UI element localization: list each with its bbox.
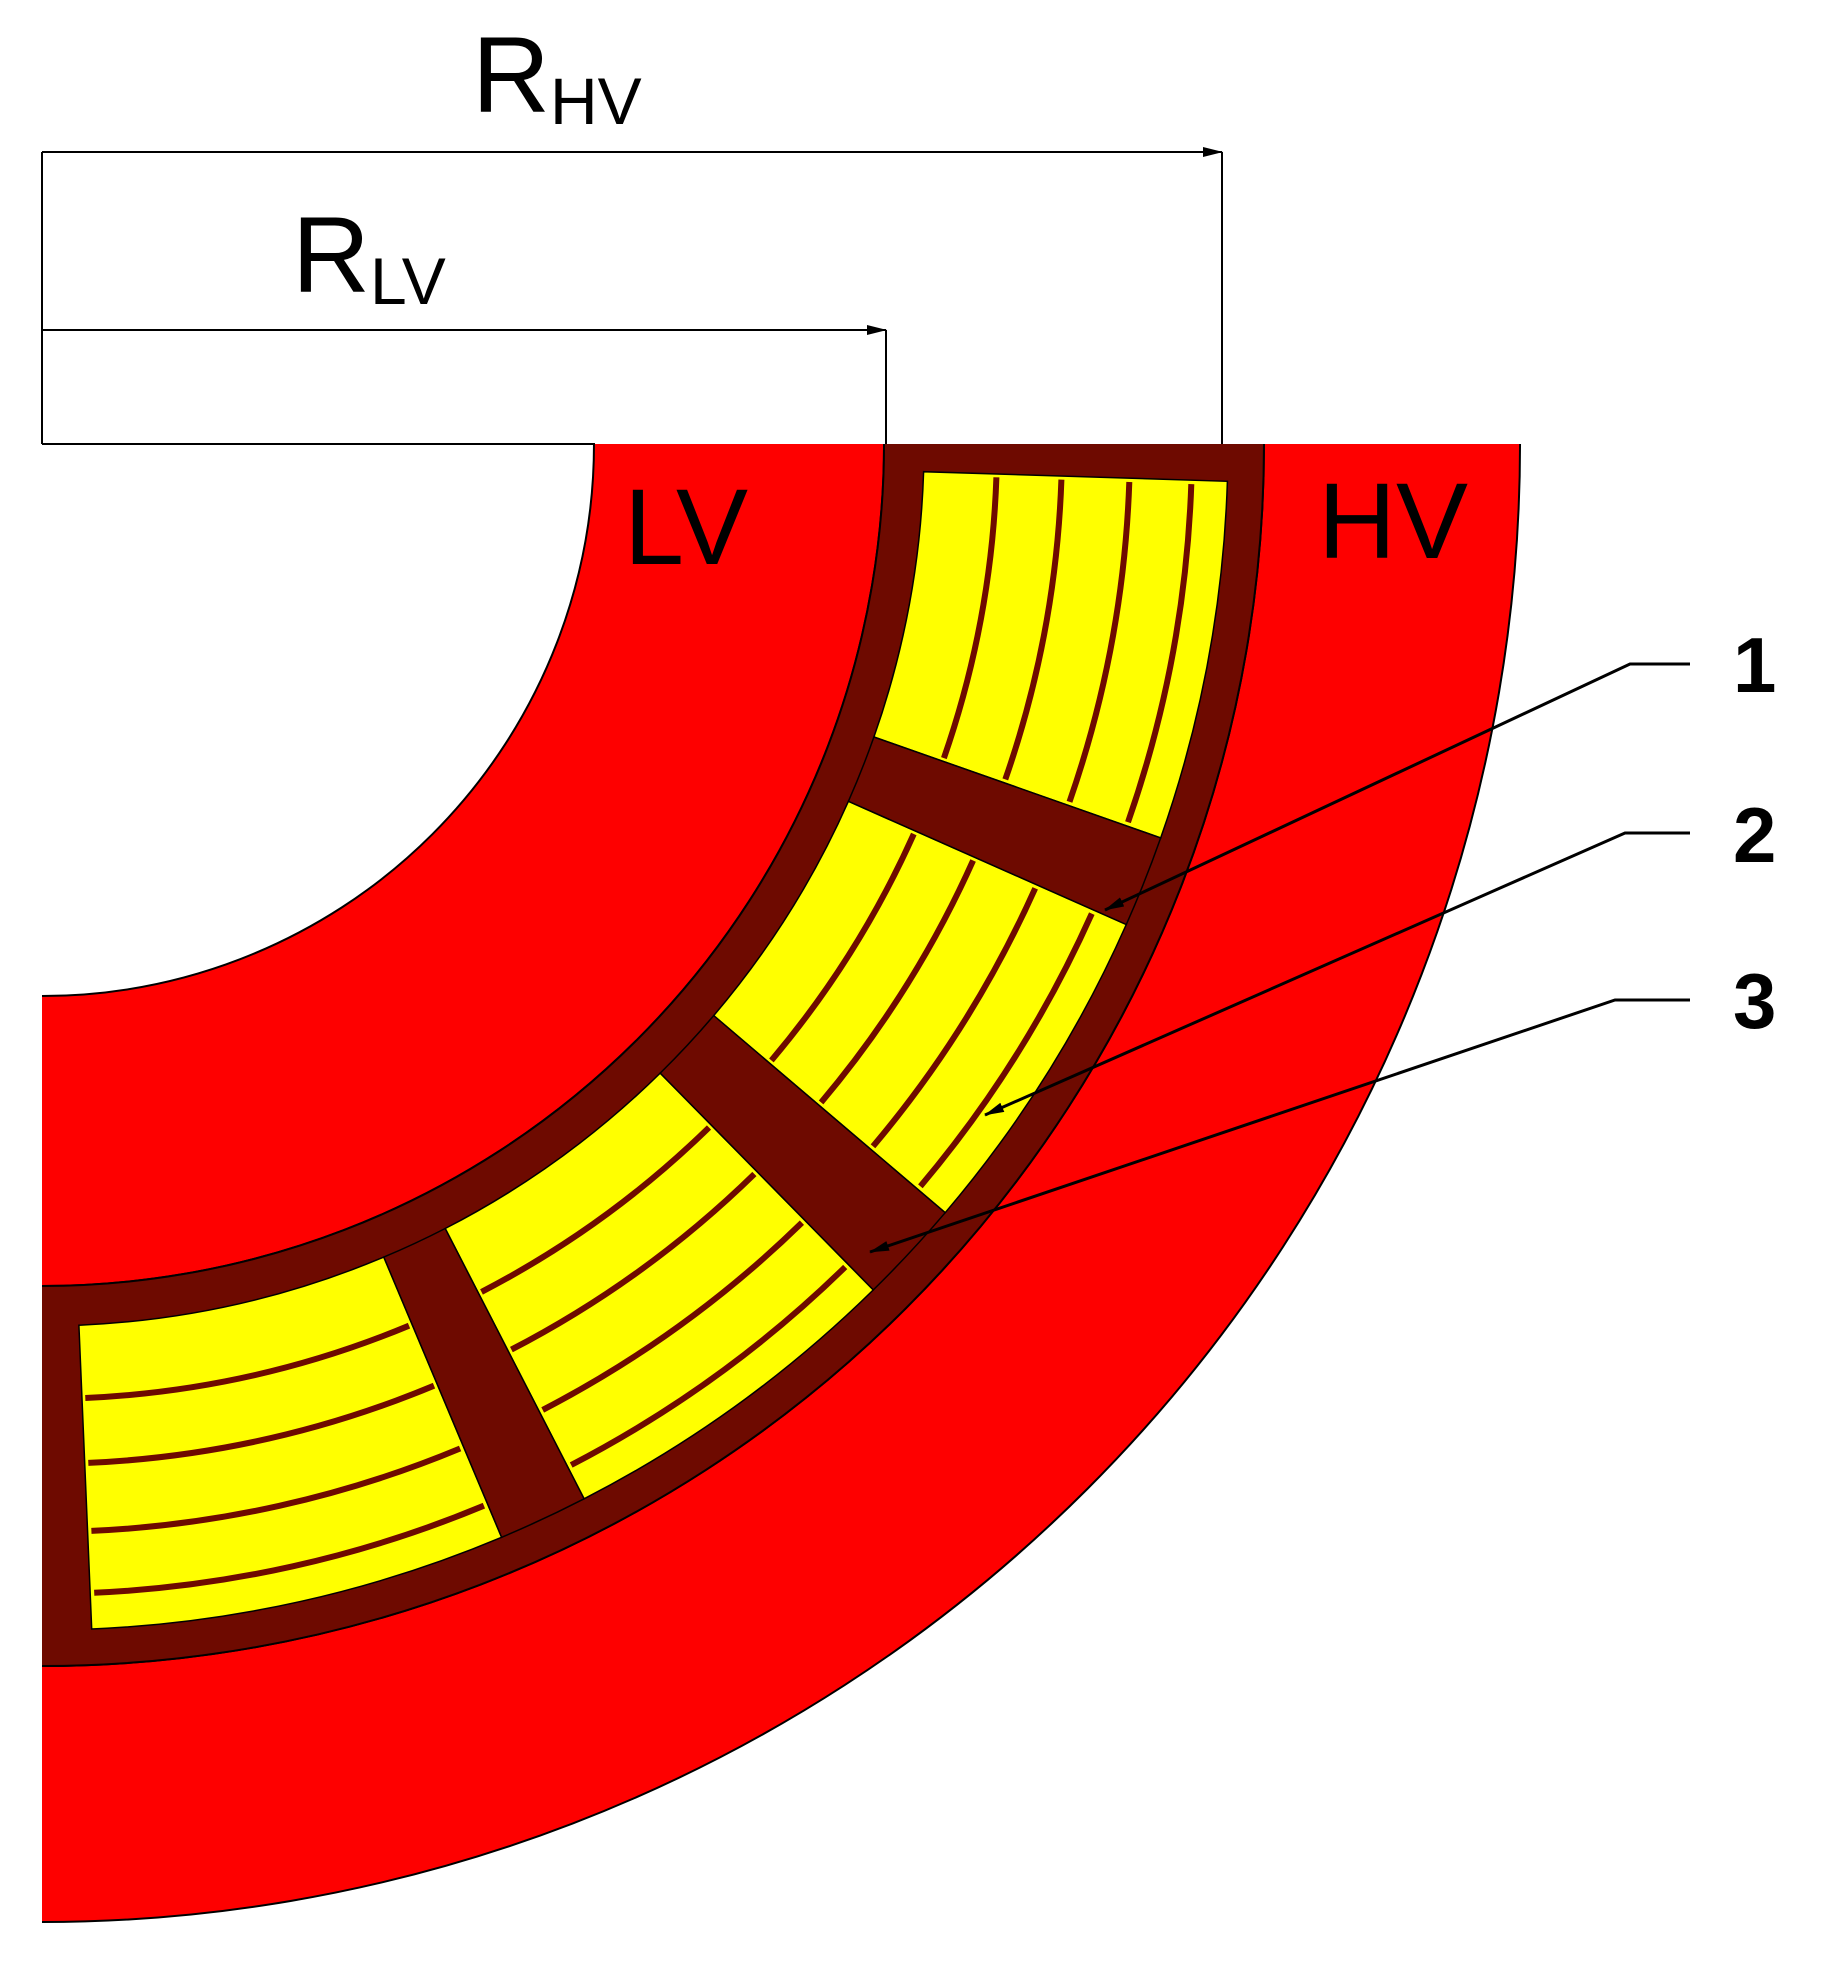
radial-spacer — [382, 1227, 586, 1539]
axial-strip-group — [85, 477, 1195, 1596]
axial-strip — [85, 1322, 411, 1401]
axial-strip — [769, 832, 917, 1063]
dimension-lines — [41, 147, 1223, 445]
callout-2: 2 — [984, 791, 1776, 1117]
callout-label-3: 3 — [1733, 957, 1776, 1045]
axial-strip — [91, 1445, 462, 1534]
callout-label-2: 2 — [1733, 791, 1776, 879]
axial-strip — [88, 1382, 436, 1466]
axial-strip — [918, 912, 1095, 1189]
arrow-icon — [869, 998, 1690, 1254]
axial-strip — [941, 477, 1000, 760]
lv-label: LV — [624, 466, 748, 587]
axial-strip — [569, 1264, 848, 1468]
callout-1: 1 — [1104, 621, 1776, 912]
axial-strip — [818, 859, 976, 1105]
radial-spacer — [847, 736, 1162, 926]
axial-strip — [480, 1125, 712, 1295]
axial-strip — [541, 1220, 804, 1413]
axial-strip — [1125, 483, 1195, 824]
axial-strip — [510, 1171, 757, 1353]
arrow-icon — [984, 831, 1690, 1117]
axial-strip — [94, 1502, 486, 1596]
r-lv-label: RLV — [292, 194, 446, 318]
radial-spacer-group — [382, 736, 1162, 1539]
callout-3: 3 — [869, 957, 1776, 1254]
axial-strip — [1066, 481, 1133, 803]
callout-label-1: 1 — [1733, 621, 1776, 709]
hv-label: HV — [1318, 460, 1468, 581]
axial-strip — [870, 887, 1038, 1149]
arrow-icon — [1104, 662, 1690, 912]
radial-spacer — [659, 1014, 947, 1291]
axial-strip — [1002, 479, 1065, 781]
r-hv-label: RHV — [472, 14, 642, 138]
